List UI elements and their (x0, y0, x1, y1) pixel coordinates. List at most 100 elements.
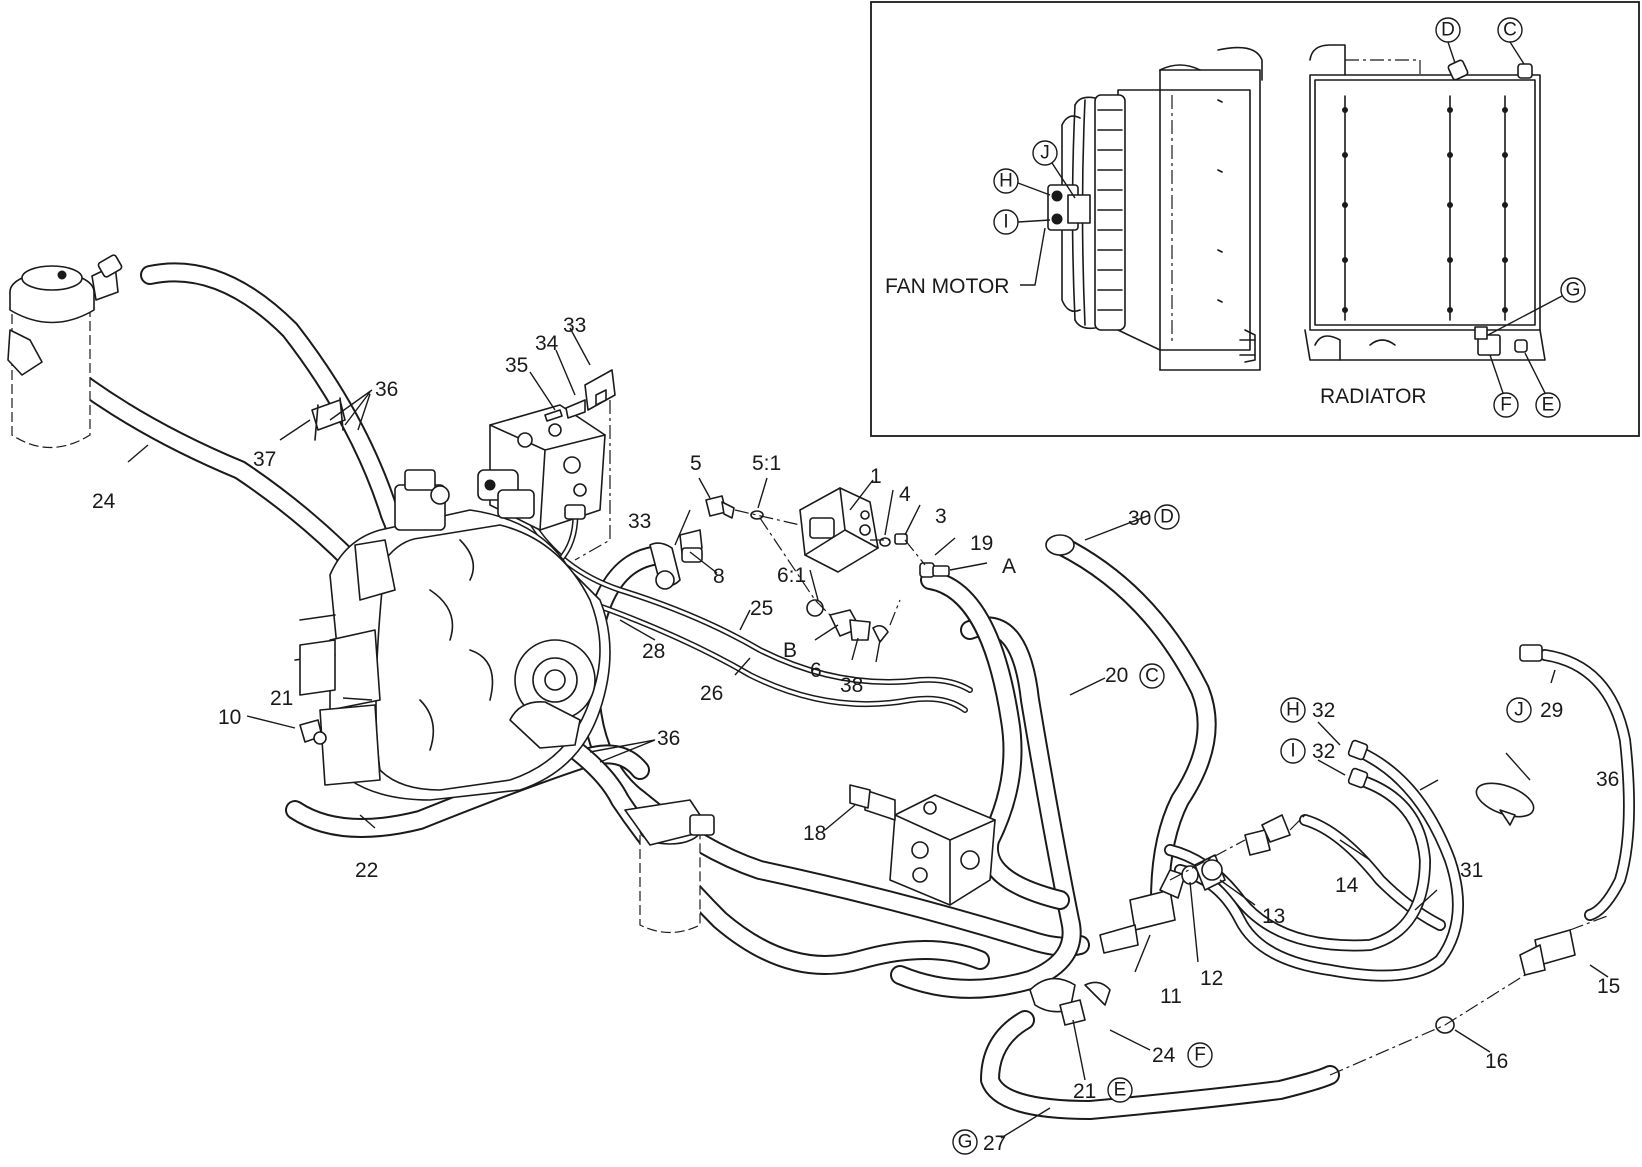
callout-labels (127, 327, 1609, 1139)
fan-motor-label: FAN MOTOR (885, 275, 1009, 298)
callout-31: 31 (1460, 859, 1483, 882)
callout-13: 13 (1262, 905, 1285, 928)
callout-36b: 36 (657, 727, 680, 750)
svg-text:C: C (1145, 666, 1159, 687)
hydrostatic-pump (294, 469, 611, 801)
fittings-32 (1347, 739, 1369, 789)
callout-36c: 36 (1596, 768, 1619, 791)
svg-text:H: H (999, 171, 1013, 192)
port-ref-c: C (1139, 663, 1165, 689)
callout-1: 1 (870, 465, 882, 488)
svg-text:D: D (1160, 507, 1174, 528)
elbow-fitting-8 (649, 529, 703, 590)
port-ref-i: I (1280, 738, 1306, 764)
callout-16: 16 (1485, 1050, 1508, 1073)
callout-4: 4 (899, 483, 911, 506)
fitting-5 (705, 495, 735, 519)
tee-fitting-11 (1099, 869, 1186, 954)
callout-5: 5 (690, 452, 702, 475)
svg-text:G: G (1566, 280, 1581, 301)
washer-4 (879, 537, 891, 547)
svg-text:D: D (1441, 20, 1455, 41)
clamp-38 (872, 624, 889, 643)
zip-tie-36 (1475, 782, 1535, 826)
callout-28: 28 (642, 640, 665, 663)
control-valve-block (477, 404, 606, 531)
port-ref-j: J (1506, 697, 1532, 723)
fitting-14 (1244, 814, 1291, 856)
svg-text:E: E (1114, 1080, 1127, 1101)
svg-text:I: I (1003, 212, 1008, 233)
callout-25: 25 (750, 597, 773, 620)
manifold-block-1 (799, 487, 879, 573)
callout-32b: 32 (1312, 740, 1335, 763)
plug-3 (894, 533, 908, 545)
callout-20: 20 (1105, 664, 1128, 687)
elbow-fittings-lower (1029, 977, 1111, 1026)
callout-5-1: 5:1 (752, 452, 781, 475)
port-ref-d: D (1154, 504, 1180, 530)
callout-24a: 24 (92, 490, 116, 513)
inset-callout-h: H (993, 168, 1051, 196)
port-ref-h: H (1280, 697, 1306, 723)
callout-21a: 21 (270, 687, 293, 710)
callout-33a: 33 (563, 314, 586, 337)
callout-15: 15 (1597, 975, 1620, 998)
callout-34: 34 (535, 332, 559, 355)
callout-6-1: 6:1 (777, 564, 806, 587)
inset-callout-g: G (1487, 277, 1586, 336)
svg-text:H: H (1286, 700, 1300, 721)
svg-text:F: F (1194, 1045, 1206, 1066)
callout-26: 26 (700, 682, 723, 705)
fitting-30 (1045, 534, 1075, 556)
callout-35: 35 (505, 354, 528, 377)
port-ref-f: F (1187, 1042, 1213, 1068)
hose-clamp (311, 397, 346, 441)
callout-32a: 32 (1312, 699, 1335, 722)
svg-text:J: J (1514, 700, 1524, 721)
inset-callout-i: I (993, 209, 1051, 235)
svg-text:G: G (958, 1132, 973, 1153)
callout-36a: 36 (375, 378, 398, 401)
part-number-text: 33 34 35 36 37 24 5 5:1 1 4 3 19 A 33 8 … (92, 314, 1620, 1155)
upper-filter (7, 254, 123, 449)
callout-30: 30 (1128, 507, 1151, 530)
o-ring-5-1 (750, 510, 764, 520)
nut-12 (1181, 865, 1199, 885)
callout-24b: 24 (1152, 1044, 1176, 1067)
port-ref-e: E (1107, 1077, 1133, 1103)
inset-panel: FAN MOTOR RADIATOR D C J H I (870, 1, 1640, 437)
callout-11: 11 (1160, 985, 1182, 1008)
fitting-29 (1519, 644, 1543, 662)
svg-text:I: I (1290, 741, 1295, 762)
fitting-19 (919, 562, 950, 578)
inset-callout-j: J (1032, 140, 1076, 199)
callout-10: 10 (218, 706, 241, 729)
mounting-bracket (544, 369, 616, 561)
callout-14: 14 (1335, 874, 1359, 897)
callout-3: 3 (935, 505, 947, 528)
callout-29: 29 (1540, 699, 1563, 722)
lower-filter (624, 799, 715, 934)
callout-19: 19 (970, 532, 993, 555)
radiator-label: RADIATOR (1320, 385, 1427, 408)
manifold-block-18 (849, 784, 996, 906)
port-reference-circles: D C H I J F E G (952, 504, 1532, 1155)
inset-callout-f: F (1489, 354, 1519, 418)
fitting-13 (1194, 854, 1226, 891)
callout-33b: 33 (628, 510, 651, 533)
elbow-fitting-6 (829, 609, 871, 641)
svg-text:C: C (1503, 20, 1517, 41)
callout-22: 22 (355, 859, 378, 882)
callout-18: 18 (803, 822, 826, 845)
callout-37: 37 (253, 448, 276, 471)
callout-27: 27 (983, 1132, 1006, 1155)
port-ref-g: G (952, 1129, 978, 1155)
svg-text:F: F (1500, 395, 1512, 416)
callout-8: 8 (713, 565, 725, 588)
fan-motor-side-view (1047, 46, 1263, 371)
callout-port-b: B (783, 639, 797, 662)
svg-text:E: E (1542, 395, 1555, 416)
inset-callout-d: D (1435, 17, 1461, 64)
